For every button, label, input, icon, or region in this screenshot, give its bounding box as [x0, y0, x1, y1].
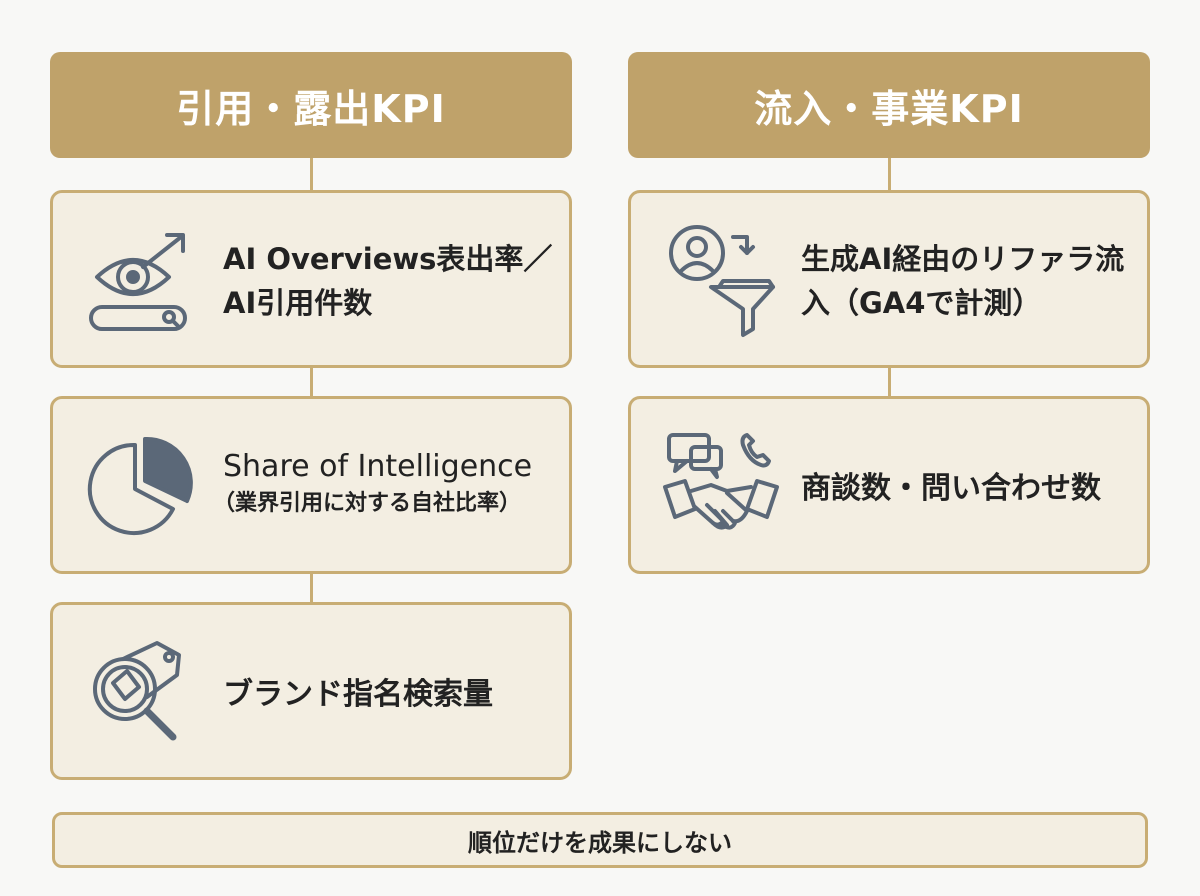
footer-banner: 順位だけを成果にしない: [52, 812, 1148, 868]
kpi-label: Share of Intelligence: [223, 449, 533, 484]
kpi-card-text: AI Overviews表出率／AI引用件数: [223, 237, 557, 325]
magnifier-tag-icon: [83, 633, 193, 757]
kpi-sublabel: （業界引用に対する自社比率）: [213, 491, 522, 516]
kpi-card-text: 商談数・問い合わせ数: [801, 467, 1135, 511]
handshake-icon: [661, 425, 781, 549]
kpi-card-deals-inquiries: 商談数・問い合わせ数: [628, 396, 1150, 574]
left-header-label: 引用・露出KPI: [176, 86, 446, 131]
footer-message: 順位だけを成果にしない: [468, 828, 732, 857]
connector-line: [310, 572, 313, 604]
kpi-card-ai-overviews: AI Overviews表出率／AI引用件数: [50, 190, 572, 368]
right-header-label: 流入・事業KPI: [754, 86, 1024, 131]
eye-search-icon: [83, 225, 193, 339]
kpi-label: 生成AI経由のリファラ流入（GA4で計測）: [801, 242, 1125, 320]
kpi-card-brand-search: ブランド指名検索量: [50, 602, 572, 780]
kpi-label: 商談数・問い合わせ数: [801, 471, 1101, 506]
left-column-header: 引用・露出KPI: [50, 52, 572, 158]
connector-line: [888, 158, 891, 192]
kpi-card-text: Share of Intelligence （業界引用に対する自社比率）: [213, 447, 557, 521]
pie-chart-icon: [83, 431, 193, 545]
connector-line: [310, 158, 313, 192]
kpi-card-text: 生成AI経由のリファラ流入（GA4で計測）: [801, 237, 1135, 325]
connector-line: [310, 366, 313, 398]
kpi-card-text: ブランド指名検索量: [223, 673, 557, 717]
kpi-label: ブランド指名検索量: [223, 677, 493, 712]
kpi-label: AI Overviews表出率／AI引用件数: [223, 242, 553, 320]
kpi-card-referral-traffic: 生成AI経由のリファラ流入（GA4で計測）: [628, 190, 1150, 368]
user-funnel-icon: [661, 223, 781, 342]
kpi-card-share-of-intelligence: Share of Intelligence （業界引用に対する自社比率）: [50, 396, 572, 574]
connector-line: [888, 366, 891, 398]
right-column-header: 流入・事業KPI: [628, 52, 1150, 158]
